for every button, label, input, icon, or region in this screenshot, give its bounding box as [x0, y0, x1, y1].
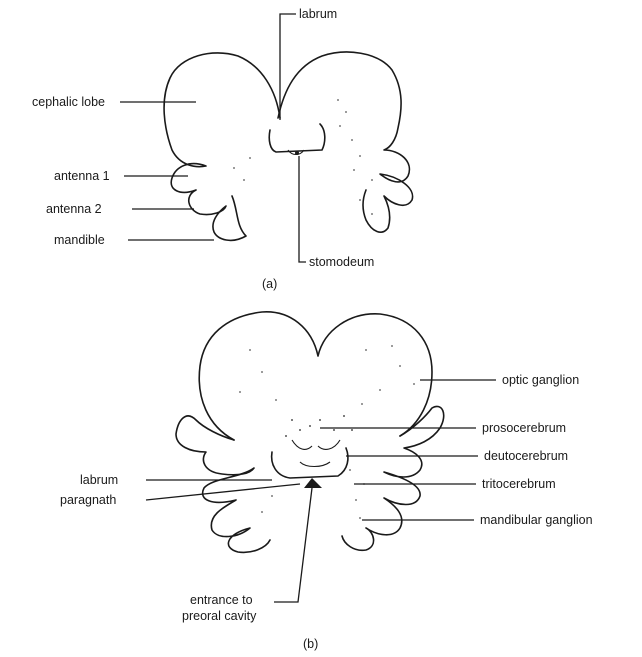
label-tritocerebrum: tritocerebrum: [482, 477, 556, 491]
caption-a: (a): [262, 277, 277, 291]
panel-b-stipple: [239, 345, 415, 519]
entrance-leader: [274, 488, 312, 602]
panel-a-right-outline: [278, 52, 413, 232]
panel-a-left-outline: [164, 53, 280, 240]
label-mandible: mandible: [54, 233, 105, 247]
panel-b: optic ganglion prosocerebrum deutocerebr…: [60, 312, 593, 651]
panel-b-brain-outline: [199, 312, 432, 440]
panel-b-labrum-shape: [272, 448, 348, 478]
label-antenna-1: antenna 1: [54, 169, 110, 183]
label-antenna-2: antenna 2: [46, 202, 102, 216]
stomodeum-leader: [299, 156, 306, 262]
label-stomodeum: stomodeum: [309, 255, 374, 269]
label-labrum-b: labrum: [80, 473, 118, 487]
label-prosocerebrum: prosocerebrum: [482, 421, 566, 435]
label-optic-ganglion: optic ganglion: [502, 373, 579, 387]
panel-b-left-appendages: [176, 416, 270, 552]
label-deutocerebrum: deutocerebrum: [484, 449, 568, 463]
label-entrance-line-1: entrance to: [190, 593, 253, 607]
label-labrum-a: labrum: [299, 7, 337, 21]
panel-b-mouth-mark: [304, 478, 322, 488]
paragnath-leader: [146, 484, 300, 500]
panel-a-labrum-shape: [269, 124, 325, 152]
label-cephalic-lobe: cephalic lobe: [32, 95, 105, 109]
caption-b: (b): [303, 637, 318, 651]
panel-a-stipple: [233, 99, 373, 215]
label-mandibular-ganglion: mandibular ganglion: [480, 513, 593, 527]
label-entrance-line-2: preoral cavity: [182, 609, 257, 623]
panel-b-inner-lines: [292, 440, 340, 467]
label-paragnath: paragnath: [60, 493, 116, 507]
panel-a: labrum cephalic lobe antenna 1 antenna 2…: [32, 7, 413, 291]
